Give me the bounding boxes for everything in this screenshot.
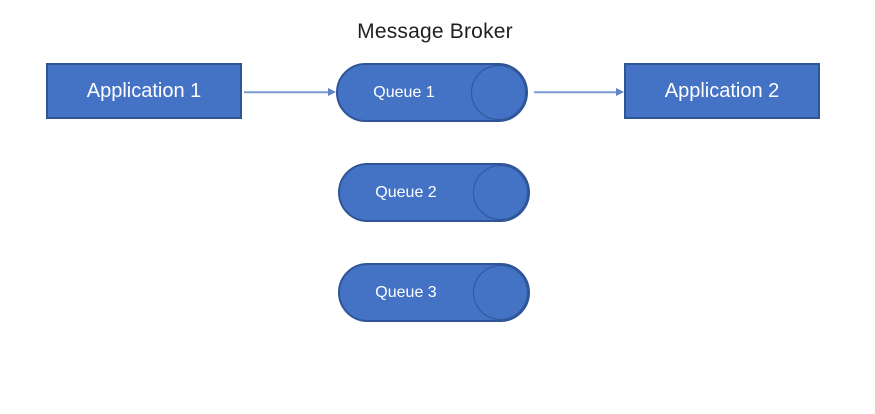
application-1-label: Application 1 (86, 79, 202, 102)
queue-3-node: Queue 3 (338, 263, 530, 322)
application-2-node: Application 2 (624, 63, 820, 119)
arrowhead-right-icon (616, 88, 624, 96)
queue-2-label: Queue 2 (375, 183, 437, 201)
queue-end-circle (473, 265, 528, 320)
queue-end-circle (473, 165, 528, 220)
application-1-node: Application 1 (46, 63, 242, 119)
queue-end-circle (471, 65, 526, 120)
queue-1-label: Queue 1 (373, 83, 435, 101)
diagram-title: Message Broker (357, 20, 513, 43)
arrowhead-right-icon (328, 88, 336, 96)
arrow-app1-to-queue1 (244, 86, 336, 98)
queue-1-node: Queue 1 (336, 63, 528, 122)
queue-3-label: Queue 3 (375, 283, 437, 301)
arrow-shaft (244, 91, 329, 93)
application-2-label: Application 2 (664, 79, 780, 102)
arrow-shaft (534, 91, 617, 93)
queue-2-node: Queue 2 (338, 163, 530, 222)
arrow-queue1-to-app2 (534, 86, 624, 98)
